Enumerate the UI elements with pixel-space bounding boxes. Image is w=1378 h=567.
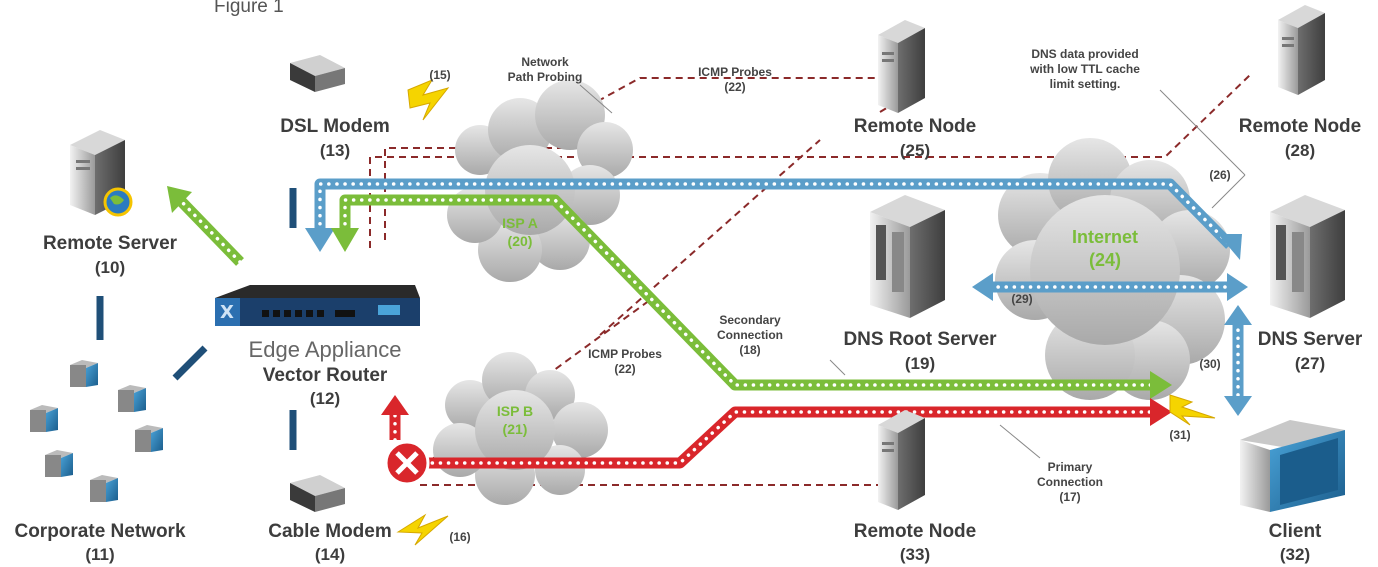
red-primary-path [381, 395, 1172, 469]
secondary-line1: Secondary [719, 313, 781, 327]
isp-b-number: (21) [502, 421, 528, 437]
client-icon [1240, 420, 1345, 512]
isp-b-name: ISP B [496, 403, 534, 419]
annotation-leaders [579, 84, 1246, 459]
edge-appliance-icon: X [215, 285, 420, 326]
green-secondary-path [167, 186, 1172, 399]
cable-modem-name: Cable Modem [268, 521, 392, 542]
cable-modem-icon [290, 475, 345, 512]
icmp-top-line2: (22) [724, 80, 746, 94]
ref-15: (15) [429, 68, 451, 82]
corporate-network-number: (11) [85, 545, 115, 564]
lightning-icons [396, 78, 1216, 546]
remote-node-28-number: (28) [1284, 141, 1316, 160]
primary-line3: (17) [1059, 490, 1081, 504]
corporate-network-name: Corporate Network [14, 521, 186, 542]
isp-b-cloud [433, 352, 608, 505]
dns-note-line3: limit setting. [1049, 77, 1121, 91]
remote-server-icon [70, 130, 133, 217]
dns-note-line2: with low TTL cache [1030, 62, 1140, 76]
remote-node-25-number: (25) [899, 141, 931, 160]
remote-node-25-icon [878, 20, 925, 113]
remote-server-name: Remote Server [42, 233, 178, 254]
internet-number: (24) [1088, 250, 1121, 270]
internet-name: Internet [1071, 227, 1138, 247]
isp-a-number: (20) [507, 233, 533, 249]
ref-30: (30) [1199, 357, 1221, 371]
dns-note-line1: DNS data provided [1031, 47, 1139, 61]
ref-26: (26) [1209, 168, 1231, 182]
link-bars [96, 188, 297, 450]
dns-server-name: DNS Server [1257, 329, 1363, 350]
dsl-modem-number: (13) [319, 141, 351, 160]
remote-node-33-icon [878, 410, 925, 510]
ref-16: (16) [449, 530, 471, 544]
corporate-network-icon [30, 360, 163, 502]
remote-server-number: (10) [94, 258, 126, 277]
remote-node-33-number: (33) [899, 545, 931, 564]
dsl-modem-icon [290, 55, 345, 92]
path-probing-line1: Network [521, 55, 569, 69]
icmp-mid-line1: ICMP Probes [588, 347, 662, 361]
dsl-modem-name: DSL Modem [280, 116, 390, 137]
icmp-mid-line2: (22) [614, 362, 636, 376]
remote-node-33-name: Remote Node [853, 521, 977, 542]
secondary-line3: (18) [739, 343, 761, 357]
client-number: (32) [1279, 545, 1311, 564]
dns-root-server-number: (19) [904, 354, 936, 373]
secondary-line2: Connection [717, 328, 783, 342]
remote-node-28-name: Remote Node [1238, 116, 1362, 137]
isp-a-name: ISP A [502, 215, 538, 231]
blue-dns-path [305, 178, 1252, 416]
icmp-top-line1: ICMP Probes [698, 65, 772, 79]
path-probing-line2: Path Probing [507, 70, 583, 84]
edge-appliance-number: (12) [309, 389, 341, 408]
edge-appliance-line2: Vector Router [262, 365, 388, 386]
dns-root-server-name: DNS Root Server [843, 329, 997, 350]
remote-node-25-name: Remote Node [853, 116, 977, 137]
ref-29: (29) [1011, 292, 1033, 306]
primary-line2: Connection [1037, 475, 1103, 489]
svg-text:X: X [220, 302, 234, 323]
cable-modem-number: (14) [314, 545, 346, 564]
figure-title: Figure 1 [214, 0, 284, 17]
dns-server-number: (27) [1294, 354, 1326, 373]
ref-31: (31) [1169, 428, 1191, 442]
primary-line1: Primary [1047, 460, 1093, 474]
dns-root-server-icon [870, 195, 945, 318]
client-name: Client [1268, 521, 1322, 542]
connection-failure-icon [384, 440, 430, 486]
dns-server-icon [1270, 195, 1345, 318]
edge-appliance-line1: Edge Appliance [248, 337, 402, 362]
remote-node-28-icon [1278, 5, 1325, 95]
